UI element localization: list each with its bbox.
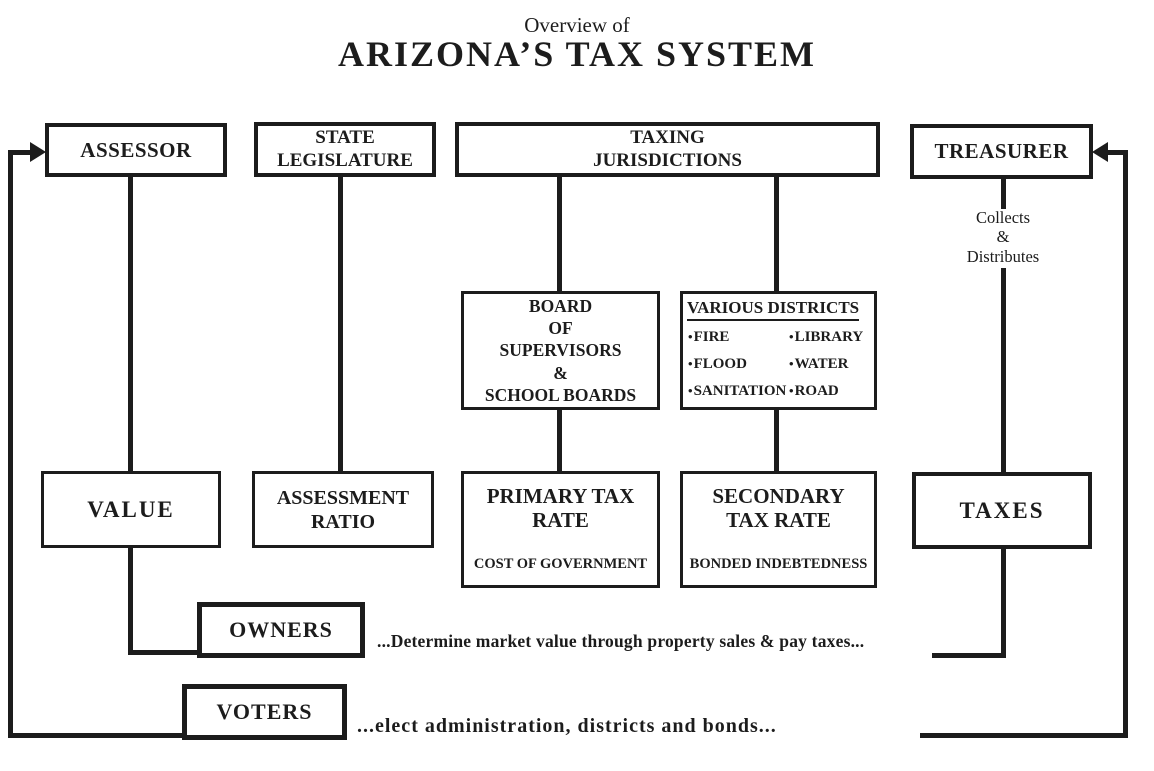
feedback-rail-right-vertical: [1123, 150, 1128, 738]
primary-tax-rate-label: PRIMARY TAX RATE: [486, 484, 635, 533]
taxes-label: TAXES: [959, 497, 1045, 523]
bullet-icon: •: [688, 329, 693, 345]
connector-taxes-down: [1001, 549, 1006, 658]
district-item-fire: •FIRE: [688, 329, 730, 346]
board-of-supervisors-box: BOARD OF SUPERVISORS & SCHOOL BOARDS: [461, 291, 660, 410]
assessment-ratio-label: ASSESSMENT RATIO: [276, 486, 410, 533]
primary-tax-rate-subtitle: COST OF GOVERNMENT: [473, 556, 648, 572]
treasurer-role-note: Collects & Distributes: [966, 208, 1040, 266]
connector-treasurer-to-collects: [1001, 177, 1006, 209]
taxing-jurisdictions-label: TAXING JURISDICTIONS: [593, 126, 742, 171]
connector-jurisdictions-to-board: [557, 177, 562, 291]
district-item-road: •ROAD: [789, 382, 839, 399]
district-item-sanitation: •SANITATION: [688, 382, 787, 399]
connector-owners-row-horizontal: [932, 653, 1006, 658]
connector-value-to-owners: [128, 650, 197, 655]
voters-box: VOTERS: [182, 684, 347, 740]
secondary-tax-rate-box: SECONDARY TAX RATE BONDED INDEBTEDNESS: [680, 471, 877, 588]
connector-assessor-to-value: [128, 177, 133, 471]
arrowhead-into-treasurer-icon: [1092, 142, 1108, 162]
various-districts-box: VARIOUS DISTRICTS •FIRE •LIBRARY •FLOOD …: [680, 291, 877, 410]
value-label: VALUE: [87, 496, 175, 522]
districts-list: •FIRE •LIBRARY •FLOOD •WATER •SANITATION…: [687, 330, 863, 399]
district-item-library: •LIBRARY: [789, 329, 864, 346]
taxes-box: TAXES: [912, 472, 1092, 549]
taxing-jurisdictions-box: TAXING JURISDICTIONS: [455, 122, 880, 177]
assessment-ratio-box: ASSESSMENT RATIO: [252, 471, 434, 548]
bullet-icon: •: [789, 356, 794, 372]
district-item-flood: •FLOOD: [688, 356, 747, 373]
various-districts-header: VARIOUS DISTRICTS: [687, 298, 860, 322]
voters-caption: ...elect administration, districts and b…: [357, 715, 777, 737]
connector-legislature-to-ratio: [338, 177, 343, 471]
state-legislature-label: STATE LEGISLATURE: [277, 126, 413, 171]
feedback-rail-left-vertical: [8, 150, 13, 738]
bullet-icon: •: [789, 329, 794, 345]
feedback-rail-right-bottom: [920, 733, 1128, 738]
primary-tax-rate-box: PRIMARY TAX RATE COST OF GOVERNMENT: [461, 471, 660, 588]
owners-box: OWNERS: [197, 602, 365, 658]
connector-board-to-primary: [557, 410, 562, 471]
bullet-icon: •: [789, 382, 794, 398]
state-legislature-box: STATE LEGISLATURE: [254, 122, 436, 177]
assessor-label: ASSESSOR: [80, 137, 192, 162]
bullet-icon: •: [688, 382, 693, 398]
feedback-rail-right-top: [1106, 150, 1128, 155]
connector-districts-to-secondary: [774, 410, 779, 471]
secondary-tax-rate-label: SECONDARY TAX RATE: [712, 484, 845, 533]
feedback-rail-left-bottom: [8, 733, 182, 738]
treasurer-box: TREASURER: [910, 124, 1093, 179]
arrowhead-into-assessor-icon: [30, 142, 46, 162]
bullet-icon: •: [688, 356, 693, 372]
secondary-tax-rate-subtitle: BONDED INDEBTEDNESS: [689, 556, 868, 572]
owners-label: OWNERS: [229, 617, 333, 642]
page-title: ARIZONA’S TAX SYSTEM: [337, 34, 817, 74]
title-overline: Overview of: [524, 13, 630, 37]
connector-collects-to-taxes: [1001, 268, 1006, 472]
treasurer-label: TREASURER: [934, 139, 1069, 163]
assessor-box: ASSESSOR: [45, 123, 227, 177]
value-box: VALUE: [41, 471, 221, 548]
connector-jurisdictions-to-districts: [774, 177, 779, 291]
owners-caption: ...Determine market value through proper…: [377, 631, 865, 651]
feedback-rail-left-top: [8, 150, 32, 155]
district-item-water: •WATER: [789, 356, 849, 373]
voters-label: VOTERS: [216, 699, 313, 724]
connector-value-down: [128, 548, 133, 655]
